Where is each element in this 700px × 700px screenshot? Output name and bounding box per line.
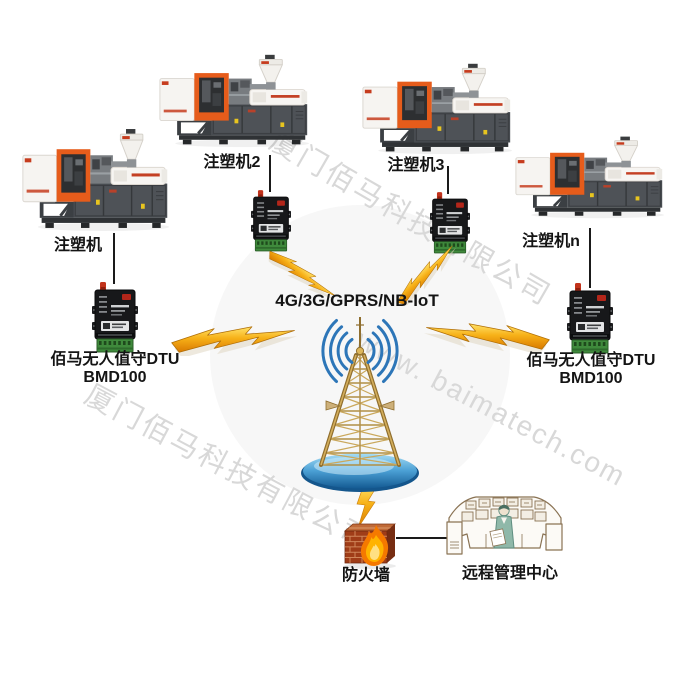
machine-1-label: 注塑机 — [53, 237, 103, 254]
operator-person-icon — [489, 504, 515, 549]
machine-4-label: 注塑机n — [522, 233, 580, 250]
connector-machine1-dtu — [113, 233, 115, 284]
connector-machine4-dtu — [589, 228, 591, 288]
machine-2-label: 注塑机2 — [203, 154, 261, 171]
connector-firewall-management — [396, 537, 452, 539]
connector-machine2-dtu — [269, 155, 271, 192]
injection-machine-4-icon — [514, 135, 666, 219]
lightning-bolt-left-icon — [171, 326, 297, 356]
dtu-machine2-icon — [251, 189, 291, 252]
network-label: 4G/3G/GPRS/NB-IoT — [275, 291, 439, 310]
dtu-left-icon — [92, 281, 138, 353]
cell-tower-icon — [301, 317, 419, 492]
firewall-label: 防火墙 — [341, 567, 391, 584]
connector-machine3-dtu — [447, 166, 449, 194]
injection-machine-2-icon — [158, 53, 311, 148]
dtu-left-model: BMD100 — [83, 369, 147, 386]
dtu-left-name: 佰马无人值守DTU — [50, 351, 180, 368]
wifi-signal-icon — [321, 319, 399, 383]
injection-machine-1-icon — [21, 127, 171, 232]
machine-3-label: 注塑机3 — [387, 157, 445, 174]
dtu-right-icon — [567, 282, 613, 354]
flame-icon — [360, 525, 389, 566]
lightning-bolt-right-icon — [424, 323, 550, 353]
injection-machine-3-icon — [361, 62, 514, 155]
control-console-icon — [446, 496, 563, 555]
management-center-label: 远程管理中心 — [461, 565, 559, 582]
dtu-right-name: 佰马无人值守DTU — [526, 352, 656, 369]
dtu-right-model: BMD100 — [559, 370, 623, 387]
